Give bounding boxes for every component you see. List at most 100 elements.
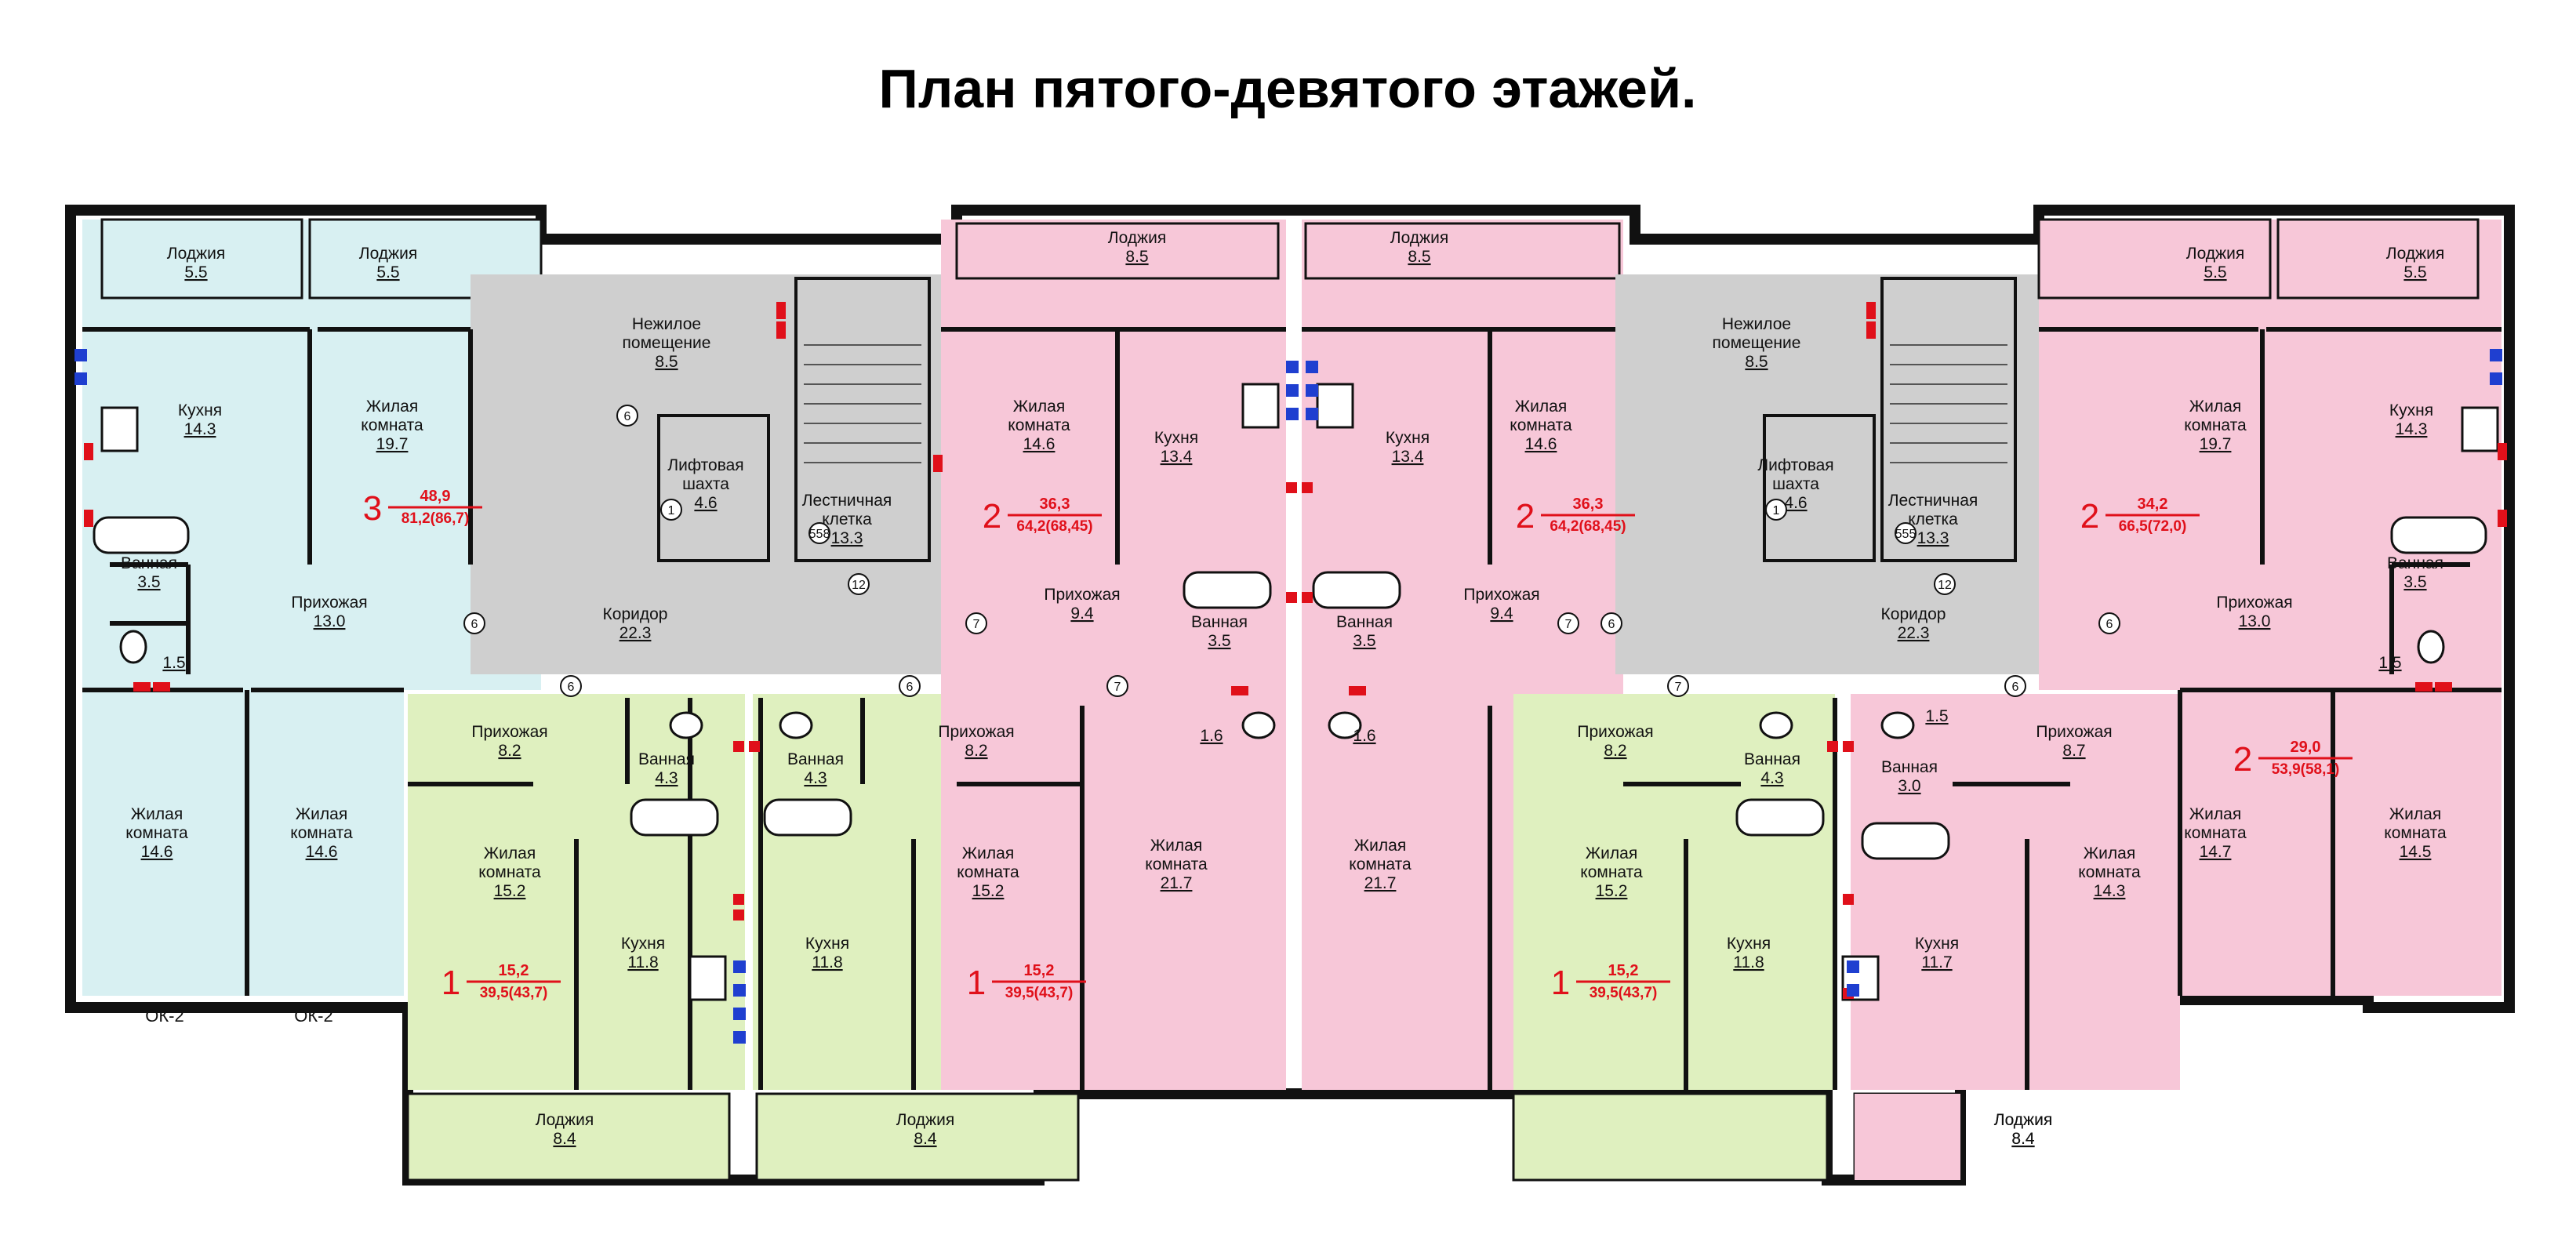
room-name: Ванная	[1881, 758, 1938, 776]
room-area: 8.4	[2011, 1130, 2035, 1148]
apartment-living-area: 15,2	[1608, 962, 1639, 979]
room-name: Лоджия	[536, 1111, 594, 1129]
room-area: 14.6	[1023, 435, 1055, 453]
circle-mark-ring	[1934, 573, 1956, 595]
room-name: Кухня	[805, 935, 849, 953]
room-area: 8.5	[655, 353, 678, 371]
room-label: 1.6	[1353, 727, 1375, 745]
window-mark: ОК-2	[294, 1006, 333, 1026]
room-area: 3.5	[1353, 632, 1375, 650]
room-area: 15.2	[494, 882, 526, 900]
circle-mark-ring	[463, 612, 485, 634]
circle-mark: 6	[616, 405, 638, 427]
apartment-total-area: 66,5(72,0)	[2119, 518, 2187, 535]
room-name: Лестничная	[802, 492, 892, 510]
room-area: 1.6	[1200, 727, 1223, 745]
room-name: комната	[1580, 863, 1643, 881]
room-name: Ванная	[1744, 750, 1800, 768]
room-area: 11.8	[1733, 953, 1764, 971]
circle-mark: 6	[560, 675, 582, 697]
loggia-pink-c-ext	[1855, 1094, 1960, 1180]
room-area: 8.2	[1604, 742, 1626, 760]
room-name: Ванная	[787, 750, 844, 768]
room-label: 1.6	[1200, 727, 1223, 745]
circle-mark-ring	[560, 675, 582, 697]
circle-mark-ring	[1557, 612, 1579, 634]
room-area: 3.5	[1208, 632, 1230, 650]
room-name: Кухня	[1915, 935, 1959, 953]
room-area: 4.3	[1760, 769, 1783, 787]
room-area: 8.4	[2011, 1130, 2035, 1148]
circle-mark: 7	[1106, 675, 1128, 697]
circle-mark-ring	[1765, 499, 1787, 521]
circle-mark-label: 7	[1675, 681, 1682, 694]
room-name: Лоджия	[167, 245, 225, 263]
circle-mark-label: 6	[624, 410, 631, 423]
room-area: 4.3	[804, 769, 827, 787]
loggia-left-a	[100, 218, 303, 300]
apartment-room-count: 2	[2080, 497, 2099, 536]
room-name: Лоджия	[1390, 229, 1448, 247]
circle-mark-label: 6	[568, 681, 575, 694]
room-area: 8.4	[914, 1130, 937, 1148]
room-name: комната	[2078, 863, 2141, 881]
loggia-green-3	[1512, 1092, 1829, 1182]
circle-mark-ring	[2004, 675, 2026, 697]
room-name: Лифтовая	[667, 456, 743, 474]
interior-walls	[82, 327, 2502, 1090]
apartment-total-area: 39,5(43,7)	[1590, 985, 1658, 1001]
apartment-2-c	[1851, 694, 2180, 1090]
circle-mark-label: 7	[1114, 681, 1121, 694]
apartment-total-area: 39,5(43,7)	[480, 985, 548, 1001]
room-name: Нежилое	[1722, 315, 1791, 333]
room-labels: Лоджия5.5Лоджия5.5Кухня14.3Жилаякомната1…	[121, 229, 2447, 1148]
apartment-living-area: 34,2	[2138, 496, 2168, 513]
circle-mark: 6	[1600, 612, 1622, 634]
room-area: 5.5	[2204, 263, 2226, 281]
room-name: Жилая	[484, 844, 536, 862]
room-name: Коридор	[603, 605, 668, 623]
room-name: Ванная	[1336, 613, 1393, 631]
circle-mark-label: 6	[1608, 618, 1615, 631]
room-name: Лестничная	[1888, 492, 1978, 510]
lift-block-right	[1763, 414, 1876, 562]
room-area: 11.8	[627, 953, 658, 971]
circle-mark-ring	[1106, 675, 1128, 697]
room-name: Лоджия	[1994, 1111, 2052, 1129]
room-area: 8.7	[2062, 742, 2085, 760]
room-name: Лифтовая	[1757, 456, 1833, 474]
room-area: 8.2	[965, 742, 987, 760]
room-area: 1.6	[1353, 727, 1375, 745]
room-name: Прихожая	[938, 723, 1014, 741]
circle-mark-ring	[2098, 612, 2120, 634]
apartment-room-count: 2	[983, 497, 1001, 536]
room-name: Кухня	[178, 401, 222, 419]
room-name: Ванная	[638, 750, 695, 768]
circle-mark-ring	[616, 405, 638, 427]
room-area: 8.2	[498, 742, 521, 760]
room-name: Прихожая	[291, 594, 367, 612]
room-name: клетка	[822, 510, 872, 528]
circle-mark: 7	[965, 612, 987, 634]
circle-mark-ring	[899, 675, 921, 697]
